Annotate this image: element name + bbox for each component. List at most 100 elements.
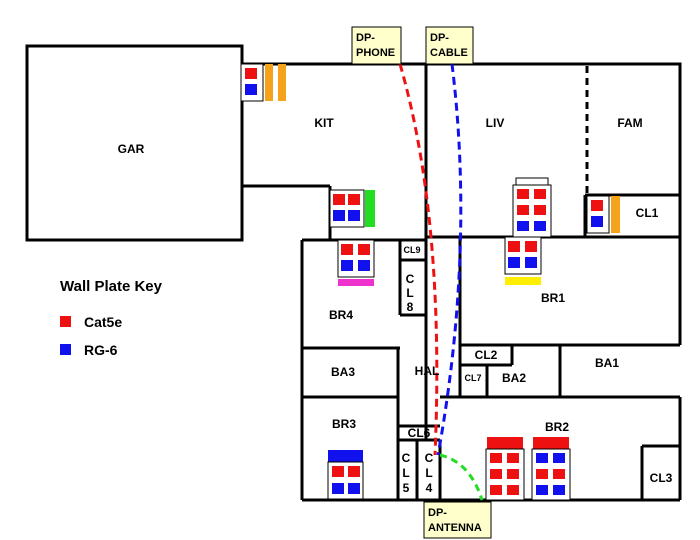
- label-br1: BR1: [541, 291, 565, 305]
- cat5e-jack: [507, 485, 519, 495]
- wall-plate-br2-right: [531, 448, 571, 501]
- cat5e-jack: [517, 205, 529, 215]
- key-title: Wall Plate Key: [60, 278, 163, 295]
- label-cl5-l: L: [402, 466, 409, 480]
- label-cl6: CL6: [408, 426, 431, 440]
- label-br3: BR3: [332, 417, 356, 431]
- rg6-jack: [348, 483, 360, 494]
- antenna-cable-run: [439, 453, 484, 501]
- rg6-jack: [591, 216, 603, 227]
- cat5e-jack: [348, 466, 360, 477]
- label-ba2: BA2: [502, 371, 526, 385]
- cat5e-jack: [534, 205, 546, 215]
- dp-cable-box: DP- CABLE: [425, 26, 474, 65]
- rg6-jack: [553, 485, 565, 495]
- rg6-jack: [517, 221, 529, 231]
- rg6-jack: [553, 453, 565, 463]
- label-gar: GAR: [118, 142, 145, 156]
- dp-phone-line1: DP-: [356, 32, 375, 44]
- cat5e-jack: [245, 68, 257, 79]
- orange-bar: [278, 64, 286, 101]
- magenta-bar: [338, 279, 374, 286]
- cat5e-jack: [341, 244, 353, 255]
- rg6-jack: [525, 257, 537, 268]
- label-cl5-5: 5: [403, 481, 410, 495]
- cat5e-jack: [591, 200, 603, 211]
- key-rg6-label: RG-6: [84, 342, 118, 358]
- wall-plate-kit: [240, 63, 264, 102]
- wall-plate-br2-left: [485, 448, 525, 501]
- plate-cap: [515, 177, 549, 186]
- cat5e-jack: [525, 241, 537, 252]
- label-cl4-4: 4: [426, 481, 433, 495]
- label-cl8-8: 8: [407, 300, 414, 314]
- label-cl9: CL9: [403, 245, 420, 255]
- red-bar: [533, 437, 569, 449]
- rg6-jack: [341, 260, 353, 271]
- cat5e-jack: [507, 469, 519, 479]
- garage-walls: [25, 44, 244, 242]
- label-cl5-c: C: [402, 451, 411, 465]
- yellow-bar: [505, 277, 541, 285]
- label-cl4-c: C: [425, 451, 434, 465]
- cat5e-jack: [507, 453, 519, 463]
- phone-cable-run: [398, 63, 439, 456]
- wall-plate-br4: [337, 239, 375, 278]
- rg6-jack: [358, 260, 370, 271]
- rg6-jack: [536, 485, 548, 495]
- cat5e-jack: [534, 189, 546, 199]
- cat5e-jack: [517, 189, 529, 199]
- orange-bar: [611, 196, 620, 233]
- rg6-jack: [333, 210, 345, 221]
- dp-cable-line2: CABLE: [430, 47, 468, 59]
- cat5e-swatch: [60, 316, 71, 327]
- label-ba3: BA3: [331, 365, 355, 379]
- label-cl7: CL7: [464, 373, 481, 383]
- cat5e-jack: [332, 466, 344, 477]
- dp-antenna-box: DP- ANTENNA: [423, 501, 492, 539]
- label-cl4-l: L: [425, 466, 432, 480]
- label-cl1: CL1: [636, 206, 659, 220]
- cat5e-jack: [553, 469, 565, 479]
- cat5e-jack: [536, 469, 548, 479]
- wall-plate-liv: [512, 177, 552, 238]
- red-bar: [487, 437, 523, 449]
- cat5e-jack: [358, 244, 370, 255]
- cat5e-jack: [348, 194, 360, 205]
- label-cl3: CL3: [650, 471, 673, 485]
- cat5e-jack: [490, 453, 502, 463]
- blue-bar: [328, 450, 363, 462]
- dp-antenna-line1: DP-: [428, 507, 447, 519]
- dp-cable-line1: DP-: [430, 32, 449, 44]
- label-cl2: CL2: [475, 348, 498, 362]
- cat5e-jack: [508, 241, 520, 252]
- rg6-jack: [534, 221, 546, 231]
- label-liv: LIV: [486, 116, 505, 130]
- label-fam: FAM: [617, 116, 642, 130]
- cat5e-jack: [490, 485, 502, 495]
- wall-plate-br3: [327, 461, 364, 500]
- label-cl8-l: L: [406, 286, 413, 300]
- dp-phone-line2: PHONE: [356, 47, 395, 59]
- dp-phone-box: DP- PHONE: [351, 26, 402, 65]
- label-hal: HAL: [415, 364, 440, 378]
- rg6-jack: [245, 84, 257, 95]
- label-br2: BR2: [545, 420, 569, 434]
- wall-plate-cl1: [586, 195, 610, 234]
- rg6-jack: [348, 210, 360, 221]
- label-kit: KIT: [314, 116, 334, 130]
- label-cl8-c: C: [406, 272, 415, 286]
- rg6-jack: [508, 257, 520, 268]
- key-cat5e-label: Cat5e: [84, 314, 122, 330]
- label-ba1: BA1: [595, 356, 619, 370]
- label-br4: BR4: [329, 308, 353, 322]
- dp-antenna-line2: ANTENNA: [428, 522, 482, 534]
- green-bar: [365, 190, 375, 227]
- wall-plate-key: Wall Plate Key Cat5e RG-6: [60, 278, 163, 358]
- walls: [25, 44, 682, 502]
- cat5e-jack: [333, 194, 345, 205]
- wall-plate-br1: [504, 236, 542, 275]
- cat5e-jack: [490, 469, 502, 479]
- room-labels: GAR KIT LIV FAM CL1 BR4 CL9 C L 8 BR1 BA…: [118, 116, 673, 495]
